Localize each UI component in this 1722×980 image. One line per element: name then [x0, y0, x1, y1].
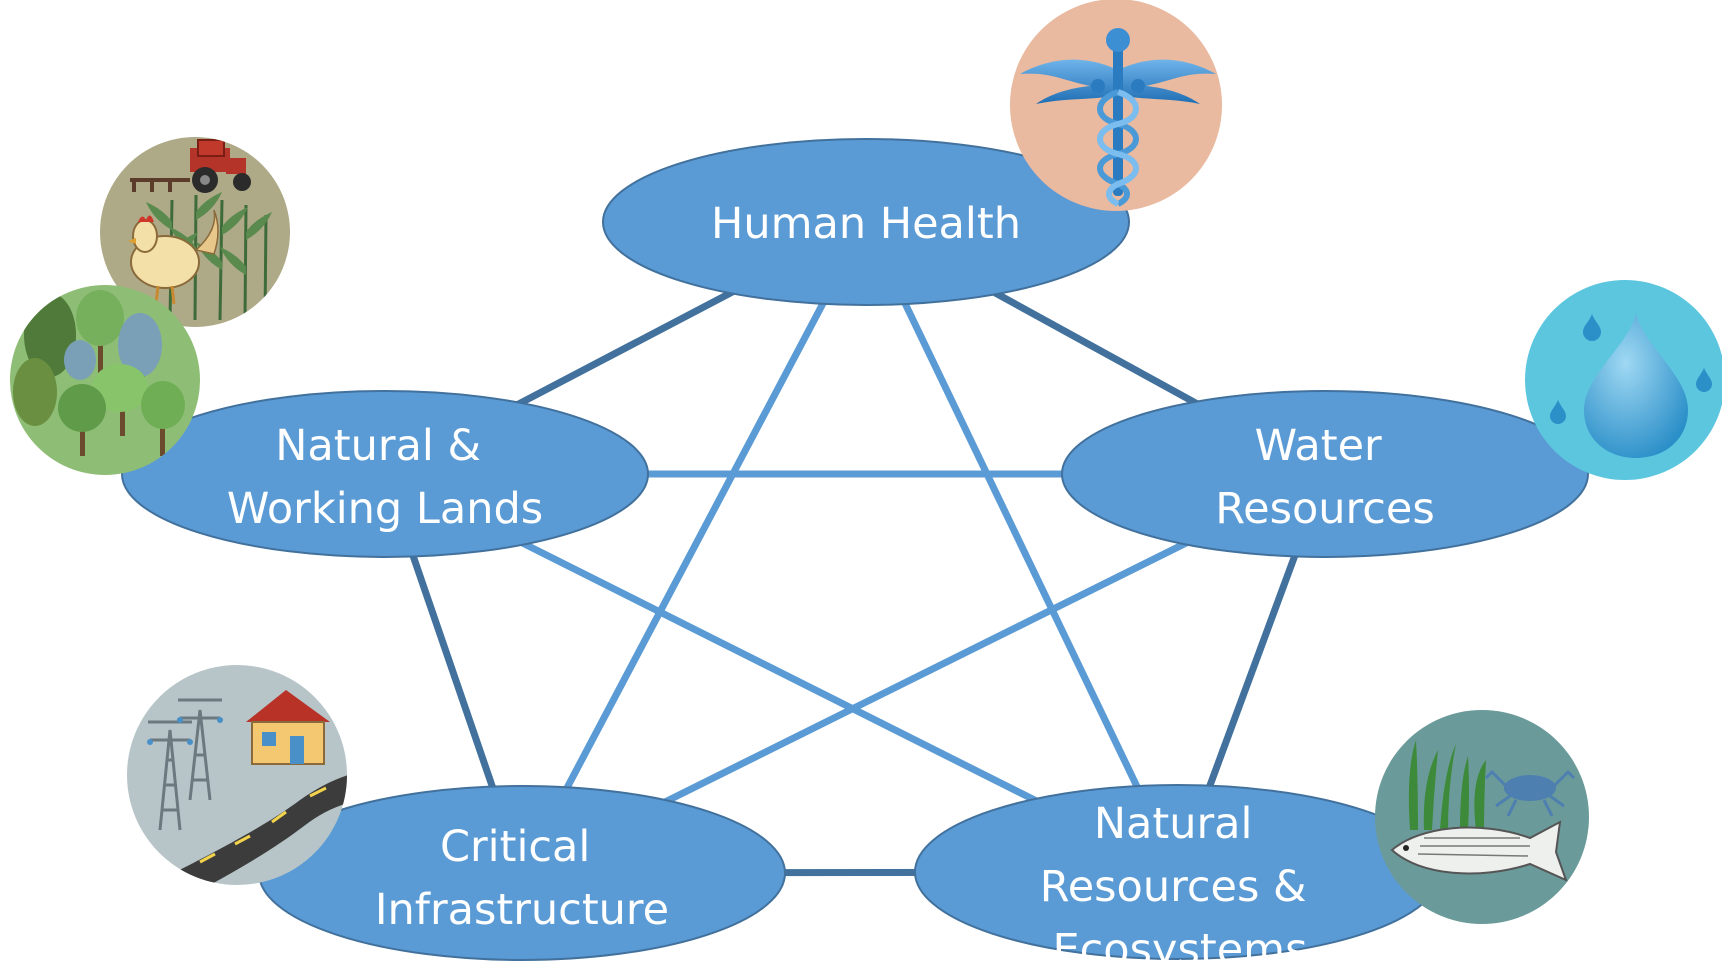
label-line: Critical [440, 822, 590, 872]
node-human-health: Human Health [602, 138, 1130, 306]
label-line: Working Lands [227, 484, 543, 534]
node-natural-working-lands-label: Natural & Working Lands [227, 421, 543, 534]
node-water-resources: Water Resources [1061, 390, 1589, 558]
node-natural-resources-ecosystems: Natural Resources & Ecosystems [914, 784, 1442, 975]
label-line: Resources & [1040, 862, 1307, 912]
caduceus-icon [1010, 0, 1222, 211]
farm-icon [100, 137, 290, 327]
label-line: Resources [1215, 484, 1435, 534]
edge-human-health-natural-resources-ecosystems [862, 220, 1182, 874]
node-natural-working-lands-shape [121, 390, 649, 558]
node-natural-working-lands: Natural & Working Lands [121, 390, 649, 558]
edge-human-health-critical-infrastructure [518, 220, 870, 875]
label-line: Infrastructure [375, 885, 669, 935]
node-water-resources-shape [1061, 390, 1589, 558]
label-line: Ecosystems [1053, 925, 1308, 975]
nodes-layer: Human Health Water Resources Natural Res… [121, 138, 1589, 975]
node-human-health-shape [602, 138, 1130, 306]
node-human-health-label: Human Health [711, 199, 1021, 249]
node-water-resources-label: Water Resources [1215, 421, 1435, 534]
node-natural-resources-ecosystems-label: Natural Resources & Ecosystems [1040, 799, 1320, 975]
label-line: Natural & [275, 421, 481, 471]
edges-layer [381, 218, 1329, 877]
water-drop-icon [1525, 280, 1722, 480]
forest-icon [10, 285, 200, 475]
label-line: Water [1255, 421, 1382, 471]
fish-crab-seagrass-icon [1375, 710, 1589, 924]
node-critical-infrastructure-label: Critical Infrastructure [375, 822, 669, 935]
node-critical-infrastructure: Critical Infrastructure [258, 785, 786, 961]
label-line: Human Health [711, 199, 1021, 249]
label-line: Natural [1094, 799, 1253, 849]
